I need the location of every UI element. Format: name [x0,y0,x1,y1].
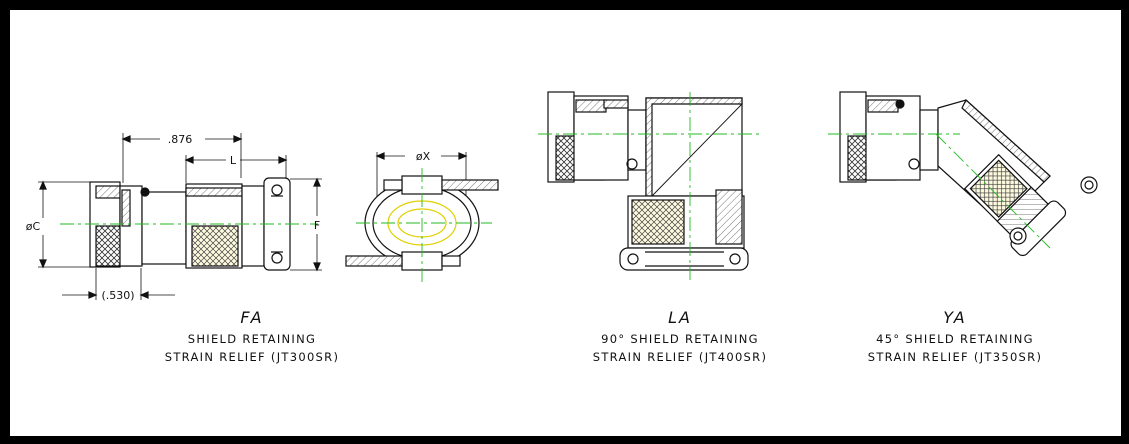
caption-ya-line1: 45° SHIELD RETAINING [876,332,1034,346]
dim-x-label: øX [416,150,431,163]
dim-530-label: (.530) [101,289,134,302]
la-side-view [538,91,760,280]
caption-la: LA 90° SHIELD RETAINING STRAIN RELIEF (J… [593,308,768,364]
caption-ya-code: YA [943,308,966,327]
caption-ya: YA 45° SHIELD RETAINING STRAIN RELIEF (J… [868,308,1043,364]
dim-c-label: øC [26,220,41,233]
caption-la-code: LA [668,308,692,327]
dim-f-label: F [314,219,320,232]
caption-fa-line2: STRAIN RELIEF (JT300SR) [165,350,340,364]
dim-l-label: L [230,154,237,167]
caption-la-line1: 90° SHIELD RETAINING [601,332,759,346]
ya-side-view [828,91,1098,257]
fa-side-view [38,133,322,300]
caption-fa-line1: SHIELD RETAINING [188,332,316,346]
caption-fa-code: FA [240,308,263,327]
caption-ya-line2: STRAIN RELIEF (JT350SR) [868,350,1043,364]
dim-876-label: .876 [168,133,193,146]
fa-end-view [345,152,499,282]
caption-la-line2: STRAIN RELIEF (JT400SR) [593,350,768,364]
caption-fa: FA SHIELD RETAINING STRAIN RELIEF (JT300… [165,308,340,364]
